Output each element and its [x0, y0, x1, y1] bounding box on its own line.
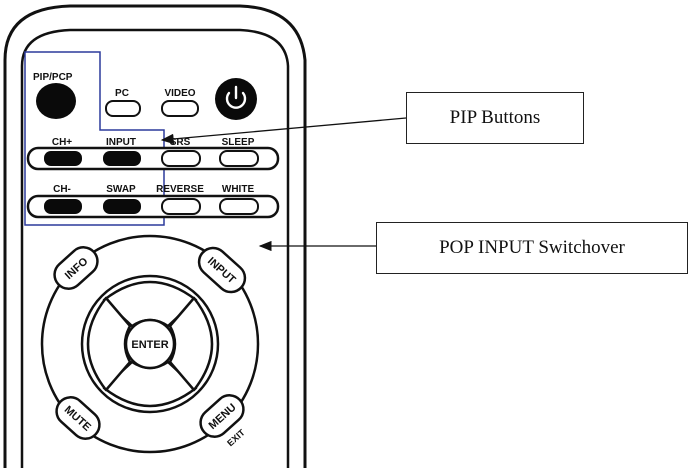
- menu-button[interactable]: MENU: [195, 390, 249, 443]
- enter-label: ENTER: [131, 339, 168, 351]
- dpad-ring: [80, 274, 220, 414]
- sleep-button[interactable]: [219, 150, 259, 167]
- pip-pcp-label: PIP/PCP: [33, 72, 73, 83]
- reverse-label: REVERSE: [156, 184, 204, 195]
- video-label: VIDEO: [164, 88, 195, 99]
- pip-arrow: [160, 117, 407, 145]
- swap-button[interactable]: [103, 199, 141, 214]
- white-label: WHITE: [222, 184, 255, 195]
- pop-input-callout: POP INPUT Switchover: [376, 222, 688, 274]
- srs-label: SRS: [170, 137, 191, 148]
- white-button[interactable]: [219, 198, 259, 215]
- pip-highlight-box: [24, 51, 165, 226]
- ch-down-label: CH-: [53, 184, 71, 195]
- row2-frame: [26, 146, 280, 171]
- ch-up-button[interactable]: [44, 151, 82, 166]
- pip-buttons-text: PIP Buttons: [449, 107, 541, 128]
- ch-down-button[interactable]: [44, 199, 82, 214]
- dial-input-button[interactable]: INPUT: [193, 242, 250, 298]
- pop-input-text: POP INPUT Switchover: [439, 237, 625, 258]
- enter-button[interactable]: [124, 318, 176, 370]
- remote-body-outer: [3, 4, 307, 468]
- input-label: INPUT: [106, 137, 136, 148]
- input-button[interactable]: [103, 151, 141, 166]
- info-button[interactable]: INFO: [49, 242, 103, 295]
- pip-buttons-callout: PIP Buttons: [406, 92, 584, 144]
- power-icon: [225, 85, 247, 109]
- ch-up-label: CH+: [52, 137, 72, 148]
- dpad-right-button[interactable]: [168, 296, 214, 392]
- video-button[interactable]: [161, 100, 199, 117]
- dpad-left-button[interactable]: [86, 296, 132, 392]
- pc-label: PC: [115, 88, 129, 99]
- pc-button[interactable]: [105, 100, 141, 117]
- sleep-label: SLEEP: [222, 137, 255, 148]
- mute-button[interactable]: MUTE: [51, 392, 105, 445]
- reverse-button[interactable]: [161, 198, 201, 215]
- swap-label: SWAP: [106, 184, 136, 195]
- srs-button[interactable]: [161, 150, 201, 167]
- power-button[interactable]: [215, 78, 257, 120]
- row3-frame: [26, 194, 280, 219]
- dial-outer-ring: [40, 234, 260, 454]
- pip-pcp-button[interactable]: [36, 83, 76, 119]
